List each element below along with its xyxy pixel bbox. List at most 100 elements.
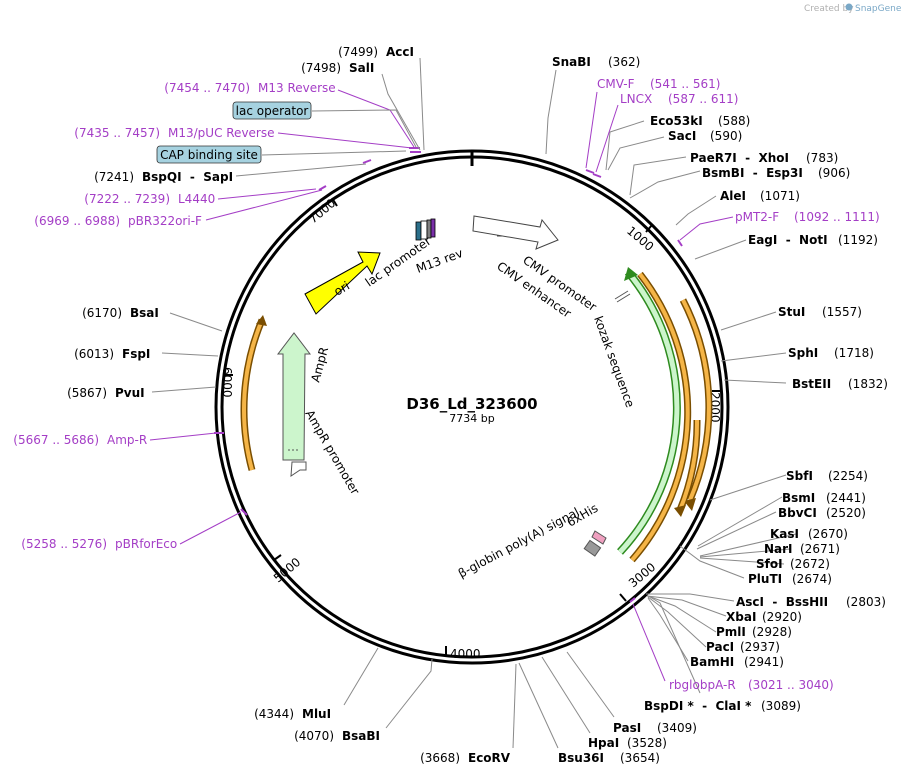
primer-pos-cmv-f: (541 .. 561) (650, 77, 720, 91)
primer-name-m13-reverse[interactable]: M13 Reverse (258, 81, 336, 95)
enzyme-pos-nari: (2671) (800, 542, 840, 556)
cmv-enhancer-feature[interactable] (472, 215, 559, 250)
enzyme-pos-bspdi: (3089) (761, 699, 801, 713)
enzyme-name-saci[interactable]: SacI (668, 129, 696, 143)
cap-binding-site-box[interactable] (156, 145, 262, 164)
enzyme-name-paci[interactable]: PacI (706, 640, 734, 654)
enzyme-name-snabi[interactable]: SnaBI (552, 55, 591, 69)
lac-region-features[interactable] (415, 218, 436, 241)
enzyme-name-sfoi[interactable]: SfoI (756, 557, 783, 571)
kozak-feature[interactable] (614, 290, 629, 300)
enzyme-name-bspdi-clai[interactable]: BspDI * - ClaI * (644, 699, 752, 713)
enzyme-pos-alei: (1071) (760, 189, 800, 203)
orange-feature-3[interactable] (678, 419, 700, 511)
cap-binding-site-label: CAP binding site (160, 148, 258, 162)
enzyme-name-eagi-noti[interactable]: EagI - NotI (748, 233, 828, 247)
enzyme-name-bsmbi-esp3i[interactable]: BsmBI - Esp3I (702, 166, 803, 180)
primer-name-amp-r[interactable]: Amp-R (107, 433, 147, 447)
enzyme-name-pvui[interactable]: PvuI (115, 386, 145, 400)
primer-name-lncx[interactable]: LNCX (620, 92, 652, 106)
primer-pos-m13-puc-reverse: (7435 .. 7457) (74, 126, 160, 140)
enzyme-pos-pasi: (3409) (657, 721, 697, 735)
enzyme-pos-bsu36i: (3654) (620, 751, 660, 765)
tick-label-4000: 4000 (450, 647, 481, 661)
primer-leader-lines (149, 89, 734, 682)
enzyme-name-bamhi[interactable]: BamHI (690, 655, 734, 669)
enzyme-name-acci[interactable]: AccI (386, 45, 414, 59)
primer-name-rbglobpa-r[interactable]: rbglobpA-R (669, 678, 736, 692)
enzyme-pos-bbvci: (2520) (826, 506, 866, 520)
polya-signal-feature[interactable] (583, 539, 602, 557)
box-leader-lines (261, 109, 417, 156)
enzyme-pos-bsabi: (4070) (294, 729, 334, 743)
enzyme-name-fspi[interactable]: FspI (122, 347, 150, 361)
enzyme-name-pluti[interactable]: PluTI (748, 572, 782, 586)
enzyme-pos-saci: (590) (710, 129, 742, 143)
orange-feature-1[interactable] (630, 272, 690, 562)
polya-signal-label: β-globin poly(A) signal (456, 505, 582, 581)
lac-operator-label: lac operator (236, 104, 309, 118)
enzyme-name-sbfi[interactable]: SbfI (786, 469, 813, 483)
primer-name-pmt2-f[interactable]: pMT2-F (735, 210, 779, 224)
enzyme-pos-pmli: (2928) (752, 625, 792, 639)
enzyme-pos-sbfi: (2254) (828, 469, 868, 483)
enzyme-pos-kasi: (2670) (808, 527, 848, 541)
tick-label-6000: 6000 (220, 367, 234, 398)
primer-pos-pbrforeco: (5258 .. 5276) (21, 537, 107, 551)
primer-name-pbr322ori-f[interactable]: pBR322ori-F (128, 214, 202, 228)
enzyme-name-bspqi-sapi[interactable]: BspQI - SapI (142, 170, 233, 184)
orange-feature-4[interactable] (242, 319, 264, 471)
enzyme-name-bbvci[interactable]: BbvCI (778, 506, 817, 520)
enzyme-pos-pvui: (5867) (67, 386, 107, 400)
ori-feature[interactable] (304, 251, 381, 315)
enzyme-pos-asci: (2803) (846, 595, 886, 609)
enzyme-name-xbai[interactable]: XbaI (726, 610, 756, 624)
enzyme-name-eco53ki[interactable]: Eco53kI (650, 114, 703, 128)
enzyme-pos-xbai: (2920) (762, 610, 802, 624)
primer-pos-pbr322ori-f: (6969 .. 6988) (34, 214, 120, 228)
enzyme-name-stui[interactable]: StuI (778, 305, 805, 319)
enzyme-pos-bsmbi: (906) (818, 166, 850, 180)
6xhis-feature[interactable] (591, 530, 607, 545)
enzyme-pos-sfoi: (2672) (790, 557, 830, 571)
enzyme-name-asci-bsshii[interactable]: AscI - BssHII (736, 595, 828, 609)
position-ticks (224, 197, 721, 655)
enzyme-pos-bspqi: (7241) (94, 170, 134, 184)
enzyme-pos-mlui: (4344) (254, 707, 294, 721)
primer-pos-lncx: (587 .. 611) (668, 92, 738, 106)
enzyme-name-paer7i-xhoi[interactable]: PaeR7I - XhoI (690, 151, 789, 165)
enzyme-pos-eco53ki: (588) (718, 114, 750, 128)
enzyme-name-alei[interactable]: AleI (720, 189, 746, 203)
enzyme-name-pmli[interactable]: PmlI (716, 625, 746, 639)
enzyme-pos-fspi: (6013) (74, 347, 114, 361)
primer-name-l4440[interactable]: L4440 (178, 192, 215, 206)
enzyme-name-bsabi[interactable]: BsaBI (342, 729, 380, 743)
enzyme-pos-sali: (7498) (301, 61, 341, 75)
ampr-feature[interactable] (276, 332, 312, 461)
enzyme-pos-eagi: (1192) (838, 233, 878, 247)
enzyme-pos-hpai: (3528) (627, 736, 667, 750)
enzyme-name-kasi[interactable]: KasI (770, 527, 799, 541)
enzyme-name-sali[interactable]: SalI (349, 61, 374, 75)
primer-name-pbrforeco[interactable]: pBRforEco (115, 537, 177, 551)
enzyme-pos-stui: (1557) (822, 305, 862, 319)
enzyme-name-ecorv[interactable]: EcoRV (468, 751, 511, 765)
lac-operator-box[interactable] (232, 101, 312, 120)
orange-feature-2[interactable] (681, 299, 711, 501)
enzyme-name-bsai[interactable]: BsaI (130, 306, 159, 320)
enzyme-name-bsu36i[interactable]: Bsu36I (558, 751, 604, 765)
enzyme-name-hpai[interactable]: HpaI (588, 736, 619, 750)
enzyme-name-bsteii[interactable]: BstEII (792, 377, 831, 391)
primer-name-cmv-f[interactable]: CMV-F (597, 77, 635, 91)
enzyme-name-pasi[interactable]: PasI (613, 721, 641, 735)
enzyme-pos-bamhi: (2941) (744, 655, 784, 669)
enzyme-name-nari[interactable]: NarI (764, 542, 793, 556)
primer-name-m13-puc-reverse[interactable]: M13/pUC Reverse (168, 126, 275, 140)
enzyme-name-mlui[interactable]: MluI (302, 707, 331, 721)
cds-feature[interactable] (618, 270, 680, 554)
ampr-promoter-feature[interactable] (290, 461, 307, 477)
enzyme-name-sphi[interactable]: SphI (788, 346, 818, 360)
enzyme-name-bsmi[interactable]: BsmI (782, 491, 815, 505)
enzyme-pos-paci: (2937) (740, 640, 780, 654)
